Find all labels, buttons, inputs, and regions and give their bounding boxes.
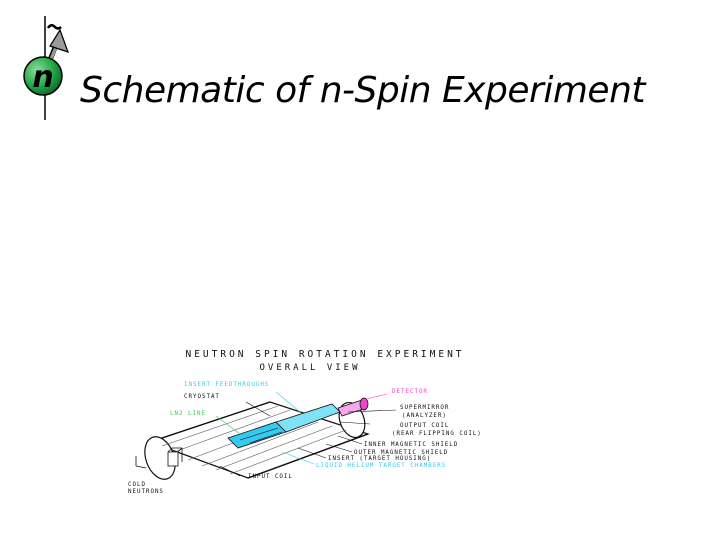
label-liquid-helium-target-chambers: LIQUID HELIUM TARGET CHAMBERS [316, 463, 446, 469]
label-cryostat: CRYOSTAT [184, 394, 220, 400]
experiment-schematic: NEUTRON SPIN ROTATION EXPERIMENT OVERALL… [128, 349, 482, 495]
label-outer-magnetic-shield: OUTER MAGNETIC SHIELD [354, 450, 448, 456]
logo-letter: n [32, 60, 53, 95]
label-ln2-line: LN2 LINE [170, 411, 206, 417]
label-insert-target-housing: INSERT (TARGET HOUSING) [328, 456, 431, 462]
page-title: Schematic of n-Spin Experiment [80, 70, 646, 111]
label-insert-feedthroughs: INSERT FEEDTHROUGHS [184, 382, 269, 388]
label-supermirror: SUPERMIRROR [400, 405, 449, 411]
label-inner-magnetic-shield: INNER MAGNETIC SHIELD [364, 442, 458, 448]
label-detector: DETECTOR [392, 389, 428, 395]
leader-lines [215, 391, 397, 477]
label-input-coil: INPUT COIL [248, 474, 293, 480]
input-end-box [167, 447, 183, 467]
coordinate-axes [135, 456, 147, 469]
label-cold: COLD [128, 482, 146, 488]
label-output-coil: OUTPUT COIL [400, 423, 449, 429]
logo-spin-arrow-head [49, 28, 69, 53]
neutron-spin-logo: n [23, 16, 69, 120]
schematic-heading-line2: OVERALL VIEW [259, 363, 360, 373]
label-rear-flipping-coil: (REAR FLIPPING COIL) [392, 431, 482, 437]
label-neutrons: NEUTRONS [128, 489, 164, 495]
label-analyzer: (ANALYZER) [402, 413, 447, 419]
logo-neutron-sphere [23, 56, 63, 96]
detector-coil [337, 397, 369, 417]
logo-rotation-icon [46, 24, 62, 30]
schematic-heading-line1: NEUTRON SPIN ROTATION EXPERIMENT [185, 349, 464, 360]
